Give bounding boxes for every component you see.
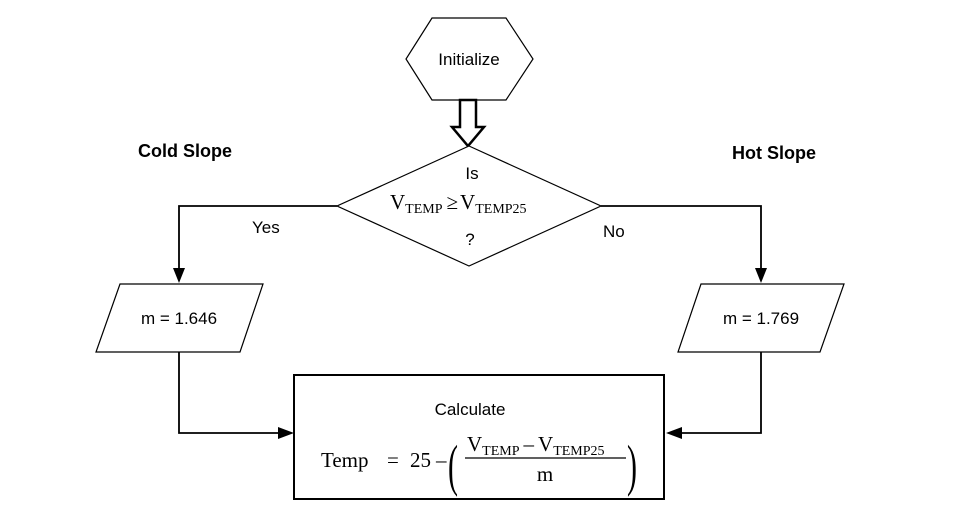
formula-constant: 25 — [410, 448, 431, 472]
calculate-box — [293, 374, 665, 500]
numerator-v1-sub: TEMP — [482, 444, 520, 459]
numerator-v2-sub: TEMP25 — [553, 444, 604, 459]
decision-operator: ≥ — [447, 190, 459, 214]
decision-v2: V — [460, 190, 475, 214]
formula-lhs: Temp — [321, 448, 369, 472]
decision-v1-sub: TEMP — [405, 202, 443, 217]
numerator-v2: V — [538, 432, 553, 456]
decision-condition: VTEMP≥VTEMP25 — [390, 190, 527, 217]
formula-equals: = — [387, 448, 399, 472]
calculate-title: Calculate — [435, 400, 506, 419]
no-label: No — [603, 222, 625, 241]
hot-slope-value: m = 1.769 — [723, 309, 799, 328]
cold-slope-title: Cold Slope — [138, 141, 232, 161]
formula-minus: – — [435, 448, 447, 472]
decision-v1: V — [390, 190, 405, 214]
hot-to-calculate-arrowhead — [666, 427, 682, 439]
initialize-to-decision-arrow — [449, 98, 487, 148]
no-branch-arrowhead — [755, 268, 767, 283]
hot-slope-input — [677, 283, 845, 353]
decision-diamond — [335, 145, 603, 267]
hot-to-calculate-connector — [680, 352, 762, 434]
numerator-v1: V — [467, 432, 482, 456]
yes-label: Yes — [252, 218, 280, 237]
hot-slope-title: Hot Slope — [732, 143, 816, 163]
cold-to-calculate-arrowhead — [278, 427, 294, 439]
decision-v2-sub: TEMP25 — [475, 202, 526, 217]
cold-slope-value: m = 1.646 — [141, 309, 217, 328]
no-branch-connector — [601, 205, 762, 270]
formula-numerator: VTEMP–VTEMP25 — [467, 432, 605, 459]
initialize-hexagon — [405, 17, 534, 101]
initialize-label: Initialize — [438, 50, 499, 69]
numerator-minus: – — [523, 432, 535, 456]
formula-paren-open: ( — [448, 433, 458, 497]
decision-line1: Is — [465, 164, 478, 183]
cold-to-calculate-connector — [178, 352, 280, 434]
yes-branch-arrowhead — [173, 268, 185, 283]
cold-slope-input — [95, 283, 264, 353]
decision-question-mark: ? — [465, 230, 474, 249]
formula-paren-close: ) — [627, 433, 637, 497]
yes-branch-connector — [178, 205, 337, 270]
formula-denominator: m — [537, 462, 553, 486]
